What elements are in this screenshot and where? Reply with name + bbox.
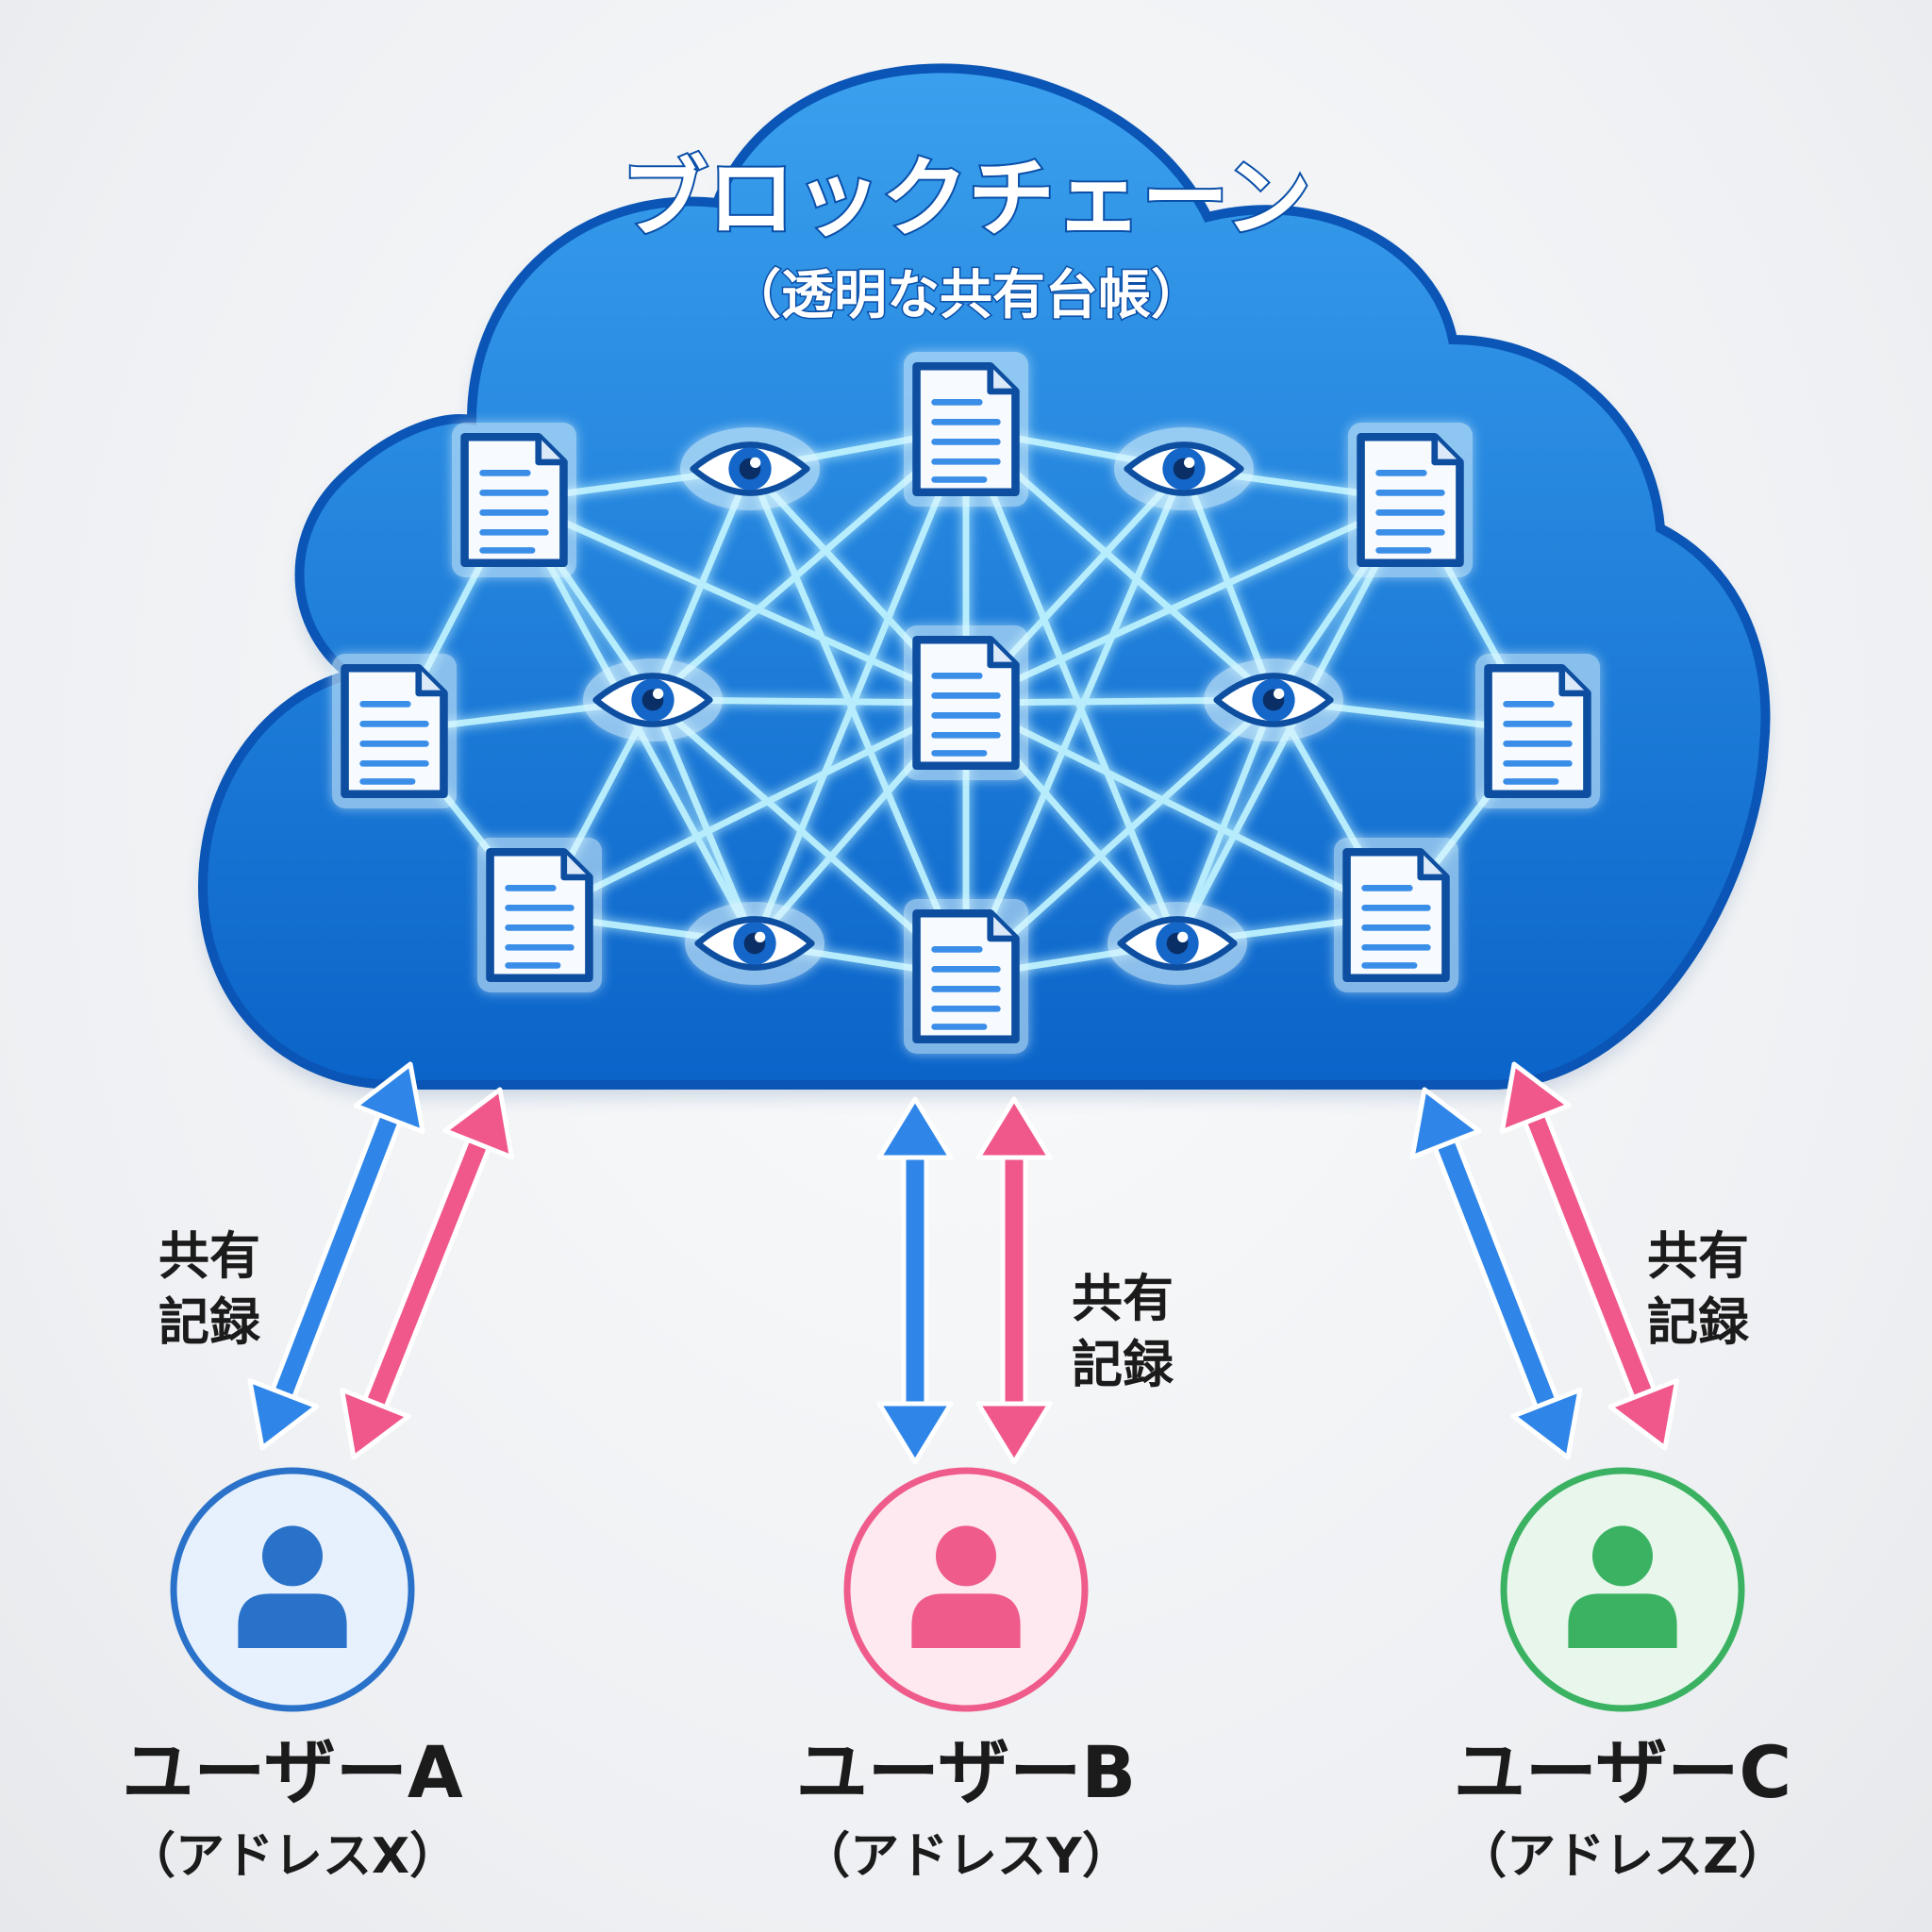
shared-record-label-line2: 記録 — [158, 1292, 261, 1352]
user-a-name: ユーザーA — [122, 1730, 462, 1814]
connection-arrows — [247, 1061, 1680, 1465]
arrow-head-top — [1499, 1061, 1572, 1135]
user-a-avatar-ring — [170, 1467, 415, 1712]
cloud-subtitle: （透明な共有台帳） — [728, 265, 1204, 326]
user-c-avatar-ring — [1500, 1467, 1745, 1712]
document-icon — [1347, 852, 1446, 978]
network-link — [649, 696, 758, 947]
cloud-title: ブロックチェーン — [621, 148, 1310, 249]
network-link — [751, 425, 970, 947]
arrow-head-bottom — [876, 1401, 954, 1465]
arrow-head-top — [353, 1061, 425, 1135]
document-icon — [917, 640, 1016, 766]
arrow-shaft — [1432, 1137, 1560, 1410]
users: ユーザーA （アドレスX） ユーザーB （アドレスY） ユーザーC （アドレスZ… — [122, 1467, 1791, 1885]
arrow-user-a-pink — [340, 1087, 514, 1460]
arrow-user-c-blue — [1409, 1087, 1583, 1460]
shared-record-label-line1: 共有 — [158, 1226, 260, 1286]
arrow-head-bottom — [247, 1377, 320, 1451]
arrow-head-bottom — [1510, 1387, 1583, 1460]
arrow-head-top — [975, 1096, 1053, 1160]
arrow-user-a-blue — [247, 1061, 425, 1451]
user-c-address: （アドレスZ） — [1457, 1828, 1788, 1885]
shared-record-label-c: 共有 記録 — [1647, 1226, 1750, 1352]
user-a-address: （アドレスX） — [126, 1828, 458, 1885]
cloud-body — [197, 63, 1771, 1090]
document-icon — [465, 437, 564, 563]
user-b-address: （アドレスY） — [801, 1828, 1131, 1885]
document-icon — [917, 913, 1016, 1040]
document-icon — [491, 852, 590, 978]
user-c-name: ユーザーC — [1454, 1730, 1791, 1814]
user-b: ユーザーB （アドレスY） — [796, 1467, 1136, 1885]
arrow-head-bottom — [975, 1401, 1053, 1465]
arrow-head-bottom — [340, 1387, 411, 1460]
document-icon — [917, 366, 1016, 492]
network-nodes — [332, 352, 1600, 1054]
arrow-head-top — [442, 1087, 514, 1160]
arrow-shaft — [901, 1155, 929, 1407]
network-link — [746, 465, 970, 980]
network-link — [962, 496, 1414, 707]
network-link — [536, 699, 970, 919]
network-link — [962, 465, 1188, 980]
shared-record-label-line2: 記録 — [1072, 1335, 1174, 1394]
network-link — [510, 496, 970, 707]
arrow-head-top — [876, 1096, 954, 1160]
network-link — [1174, 696, 1277, 947]
arrow-user-b-blue — [876, 1096, 954, 1465]
user-b-avatar-ring — [843, 1467, 1089, 1712]
arrow-shaft — [1000, 1155, 1028, 1407]
shared-record-label-line1: 共有 — [1072, 1269, 1174, 1328]
shared-record-label-b: 共有 記録 — [1072, 1269, 1174, 1394]
shared-record-label-line2: 記録 — [1647, 1292, 1750, 1352]
shared-record-label-a: 共有 記録 — [158, 1226, 261, 1352]
arrow-user-c-pink — [1499, 1061, 1680, 1451]
document-icon — [1361, 437, 1460, 563]
arrow-user-b-pink — [975, 1096, 1053, 1465]
user-c: ユーザーC （アドレスZ） — [1454, 1467, 1791, 1885]
arrow-head-bottom — [1607, 1377, 1680, 1451]
arrow-head-top — [1409, 1087, 1482, 1160]
user-b-name: ユーザーB — [796, 1730, 1136, 1814]
arrow-shaft — [1522, 1111, 1657, 1401]
document-icon — [1489, 668, 1588, 794]
shared-record-label-line1: 共有 — [1647, 1226, 1749, 1286]
document-icon — [345, 668, 444, 794]
user-a: ユーザーA （アドレスX） — [122, 1467, 463, 1885]
network-link — [962, 425, 1181, 947]
arrow-shaft — [361, 1136, 492, 1411]
network-link — [962, 699, 1400, 919]
